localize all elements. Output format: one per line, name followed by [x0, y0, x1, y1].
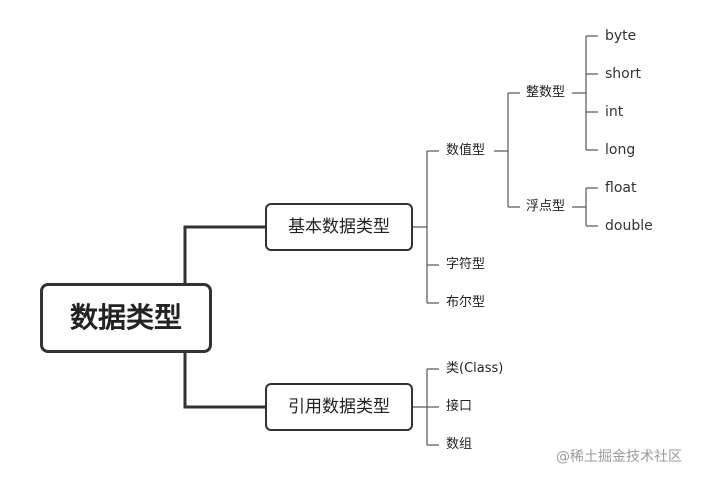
leaf-array: 数组	[446, 437, 473, 452]
leaf-class: 类(Class)	[446, 361, 504, 376]
node-reference-types: 引用数据类型	[265, 383, 413, 431]
leaf-double: double	[605, 218, 653, 234]
node-numeric: 数值型	[446, 143, 486, 158]
node-char: 字符型	[446, 257, 486, 272]
watermark: @稀土掘金技术社区	[556, 449, 682, 465]
root-node-data-types: 数据类型	[40, 283, 212, 353]
node-boolean: 布尔型	[446, 295, 486, 310]
leaf-long: long	[605, 142, 636, 158]
leaf-interface: 接口	[446, 399, 473, 414]
leaf-int: int	[605, 104, 624, 120]
leaf-byte: byte	[605, 28, 637, 44]
leaf-short: short	[605, 66, 641, 82]
node-integer: 整数型	[526, 85, 566, 100]
node-floating: 浮点型	[526, 199, 566, 214]
node-primitive-types: 基本数据类型	[265, 203, 413, 251]
leaf-float: float	[605, 180, 637, 196]
